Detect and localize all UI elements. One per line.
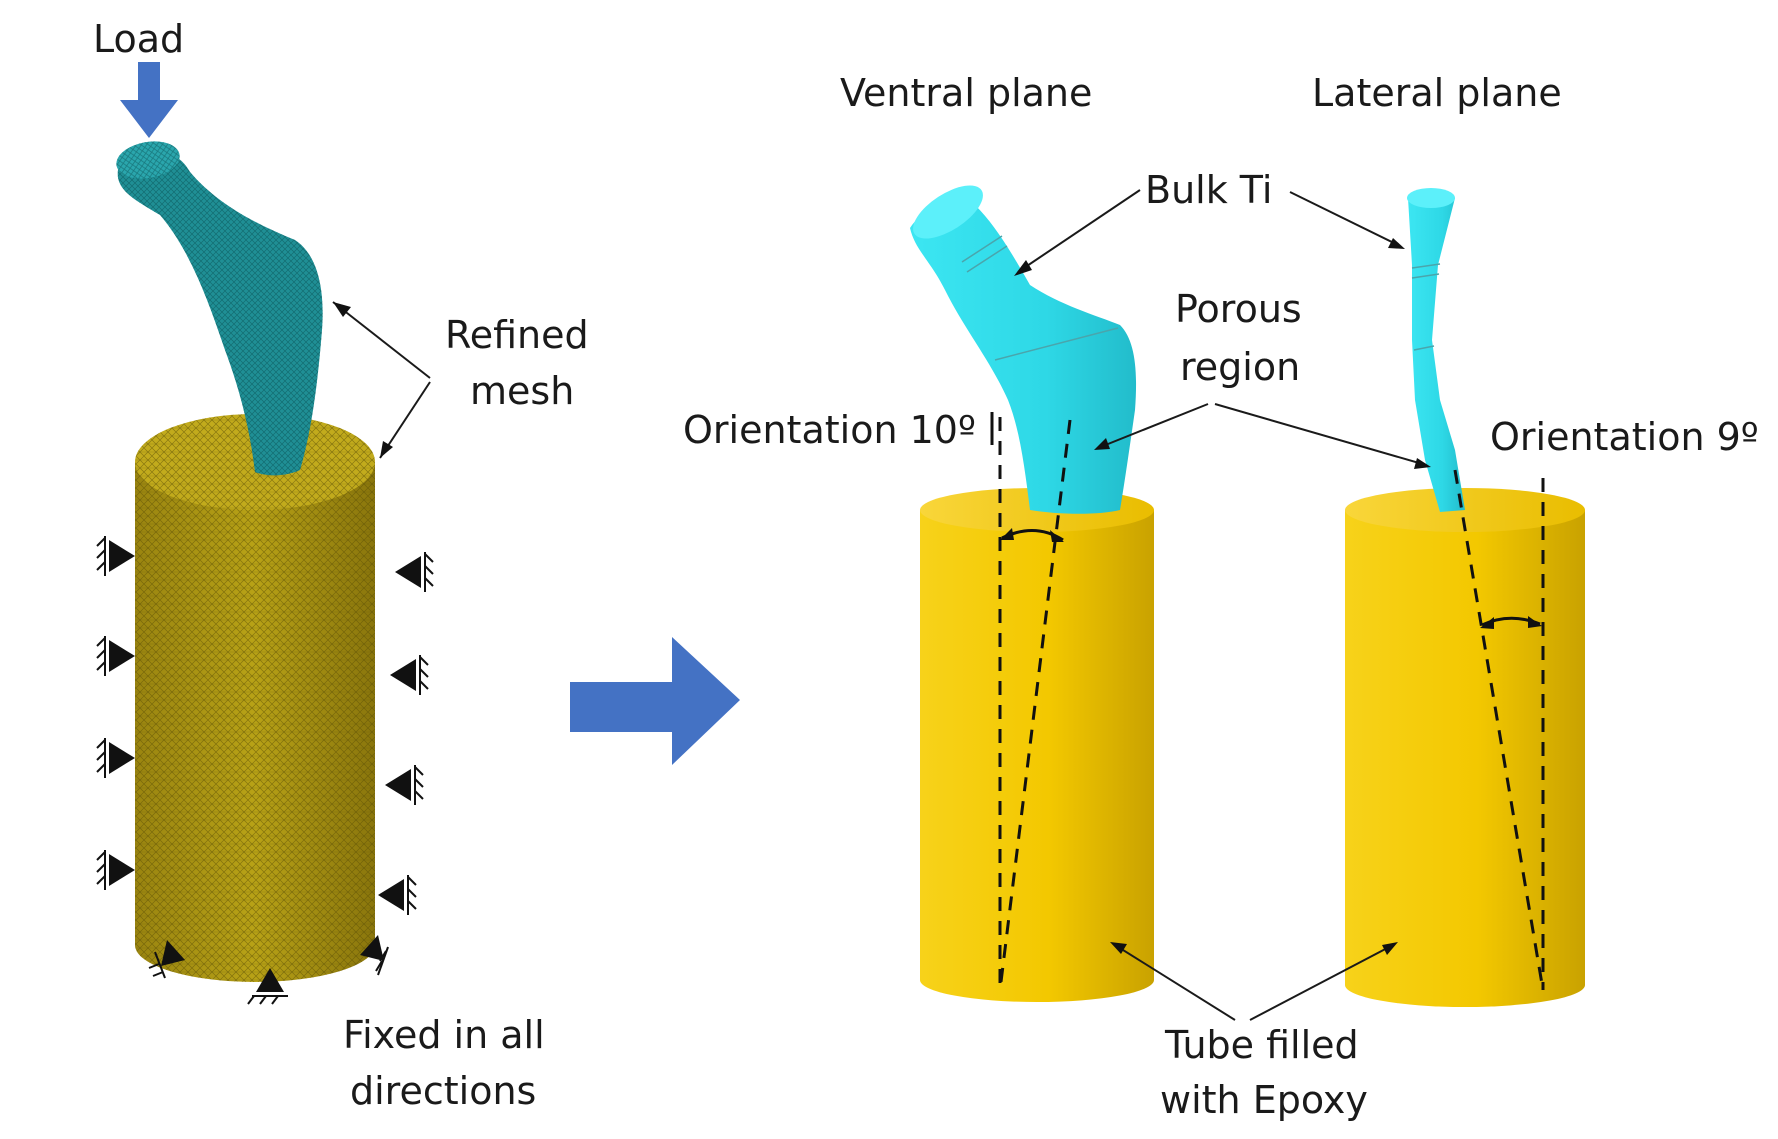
fixed-support-icon [96, 536, 135, 576]
refined-mesh-callout [332, 301, 431, 459]
load-label: Load [93, 17, 184, 61]
fixed-support-icon [390, 655, 429, 695]
meshed-implant [116, 141, 323, 476]
meshed-model-panel: Load [93, 17, 589, 1113]
fixed-support-icon [96, 850, 135, 890]
fixed-support-icon [247, 968, 288, 1005]
ventral-implant [910, 185, 1137, 514]
lateral-implant-axis [1453, 469, 1545, 991]
ventral-plane-title: Ventral plane [840, 71, 1092, 115]
geometric-model-panel: Ventral plane Lateral plane [683, 71, 1759, 1122]
fixed-support-icon [96, 738, 135, 778]
tube-callout [1110, 942, 1398, 1021]
fixed-label-line2: directions [350, 1069, 536, 1113]
bulk-ti-callout [1014, 189, 1405, 276]
fixed-support-icon [385, 765, 424, 805]
meshed-tube [135, 414, 375, 982]
fixed-support-icon [148, 940, 185, 979]
porous-label-line1: Porous [1175, 287, 1302, 331]
lateral-plane-title: Lateral plane [1312, 71, 1562, 115]
arrow-down-icon [120, 62, 178, 138]
porous-label-line2: region [1180, 345, 1300, 389]
ventral-tube [920, 488, 1154, 1002]
bulk-ti-label: Bulk Ti [1145, 168, 1272, 212]
tube-label-line2: with Epoxy [1160, 1078, 1368, 1122]
lateral-tube [1345, 488, 1585, 1007]
orientation-lateral-label: Orientation 9º [1490, 415, 1759, 459]
fixed-support-icon [395, 552, 434, 592]
orientation-ventral-label: Orientation 10º [683, 408, 976, 452]
fixed-support-icon [378, 875, 417, 915]
refined-mesh-label-line2: mesh [470, 369, 574, 413]
arrow-right-icon [570, 637, 740, 765]
lateral-implant [1407, 188, 1465, 512]
porous-region-callout [1094, 403, 1431, 469]
fixed-support-icon [96, 636, 135, 676]
tube-label-line1: Tube filled [1164, 1023, 1359, 1067]
fixed-label-line1: Fixed in all [343, 1013, 545, 1057]
fixed-support-icon [360, 935, 389, 976]
refined-mesh-label-line1: Refined [445, 313, 589, 357]
